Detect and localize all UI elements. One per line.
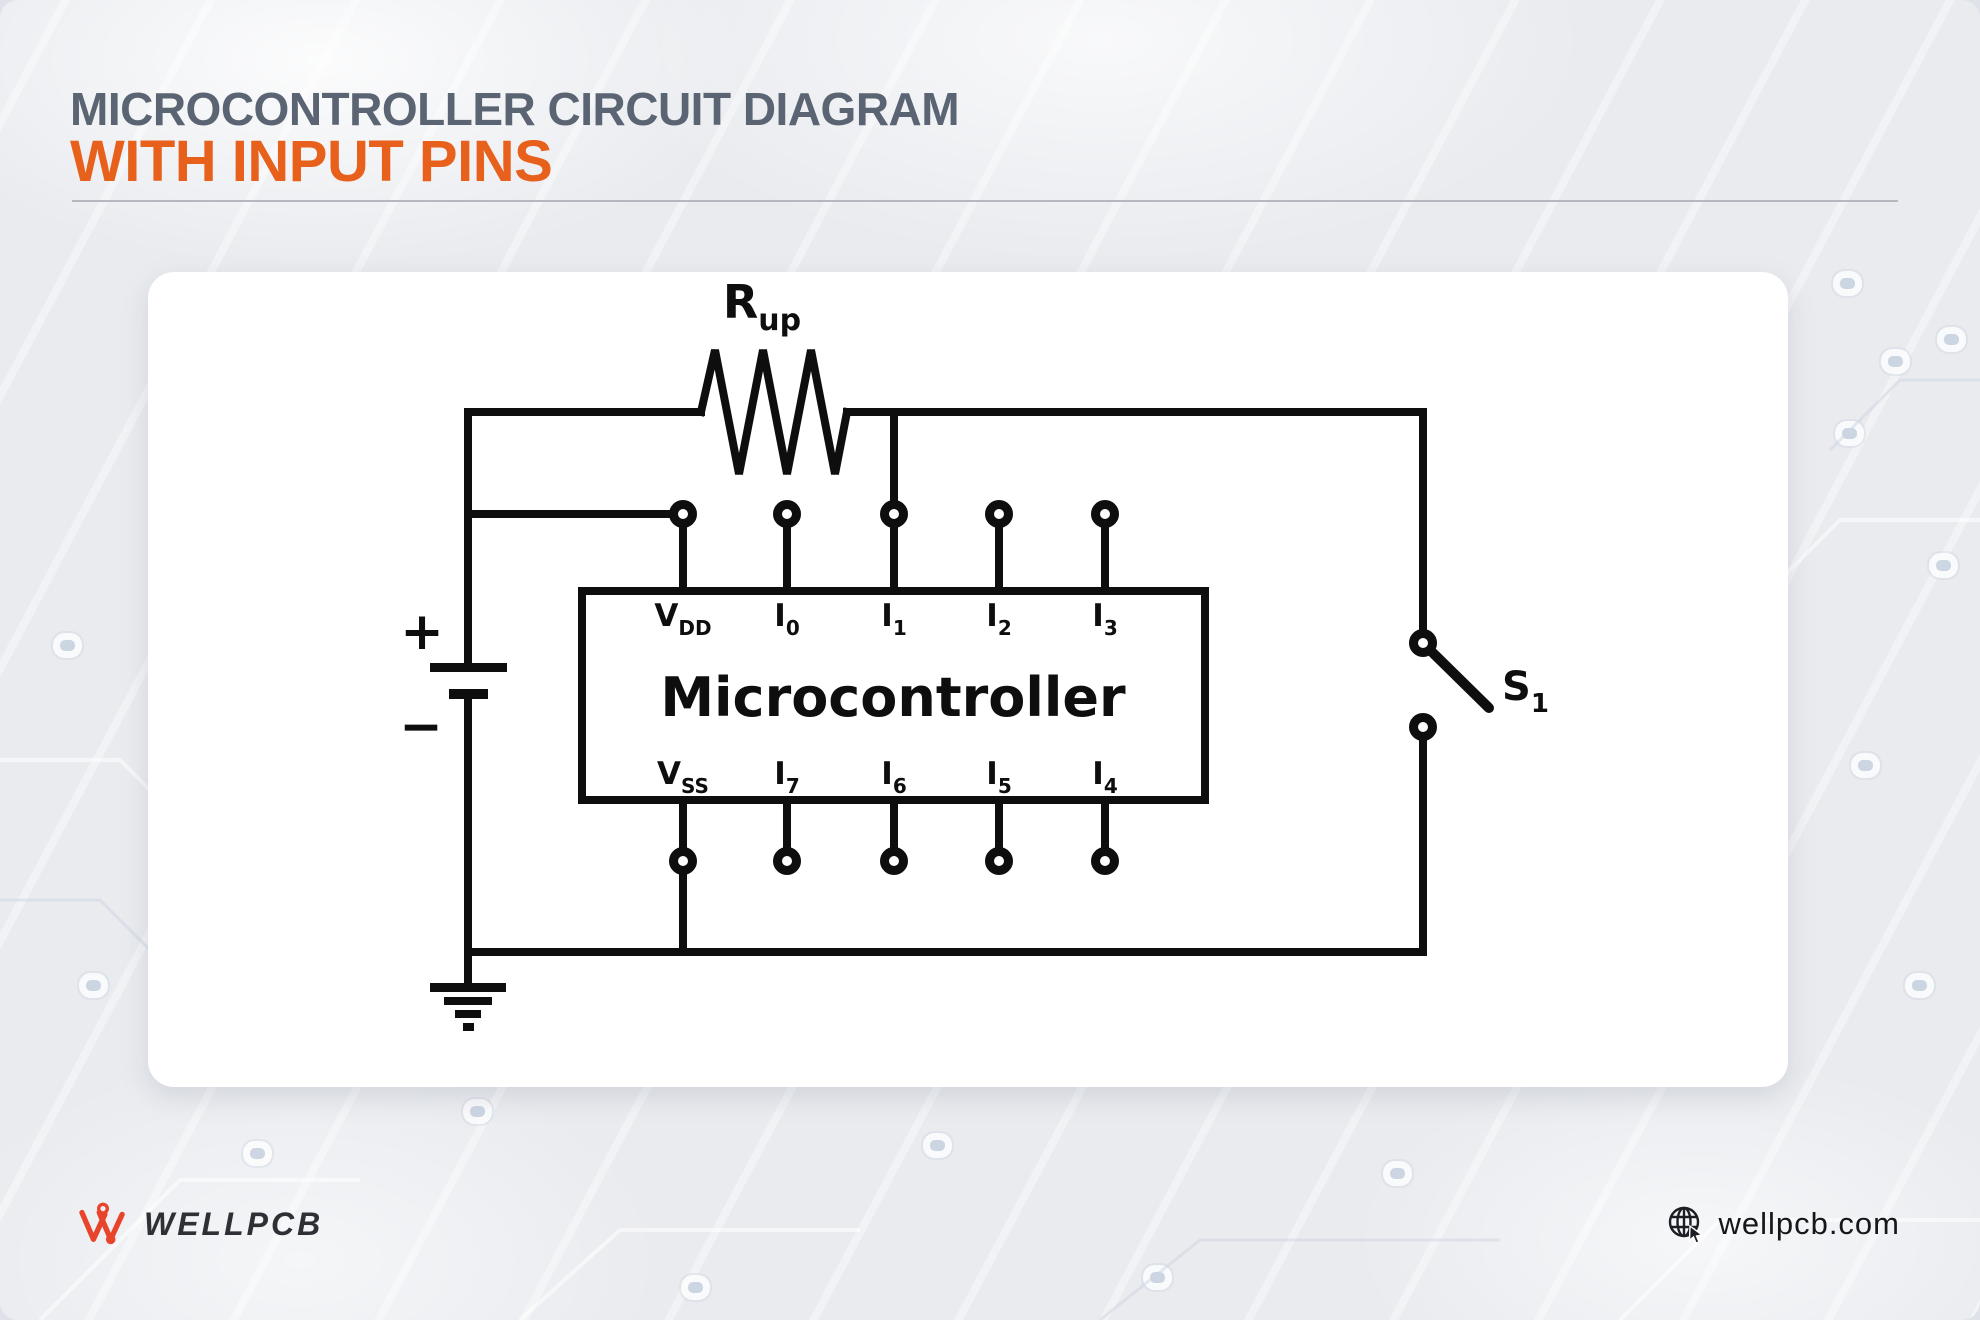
pcb-pad [250,1148,265,1159]
pcb-pad [1888,356,1903,367]
pin-label-i3: I3 [1092,598,1117,640]
mcu-name: Microcontroller [660,666,1126,729]
wire-top-right [843,408,1427,633]
brand-name: WELLPCB [144,1205,324,1242]
pcb-pad [1858,760,1873,771]
pcb-pad [930,1140,945,1151]
globe-icon [1669,1206,1705,1244]
pin-terminal-i5 [985,847,1013,875]
pin-terminal-vdd [669,500,697,528]
pin-terminal-i7 [773,847,801,875]
pin-terminal-i3 [1091,500,1119,528]
pin-label-vdd: VDD [654,598,711,640]
wire-bottom [464,737,1427,956]
pin-label-i1: I1 [881,598,906,640]
wellpcb-mark-icon [79,1202,125,1245]
battery-plate-positive [430,663,507,672]
pcb-pad [1840,278,1855,289]
pcb-pad [470,1106,485,1117]
website-block: wellpcb.com [1666,1198,1900,1250]
pin-label-i6: I6 [881,756,906,798]
pin-label-i5: I5 [986,756,1011,798]
pcb-pad [60,640,75,651]
pcb-pad [1912,980,1927,991]
brand-logo: WELLPCB [74,1198,323,1250]
pcb-pad [1944,334,1959,345]
pin-label-i2: I2 [986,598,1011,640]
ground-symbol [430,983,506,1031]
pin-label-i7: I7 [774,756,799,798]
pcb-pad [1390,1168,1405,1179]
pin-terminal-vss [669,847,697,875]
pin-terminal-i1 [880,500,908,528]
page-title-line2: WITH INPUT PINS [70,129,553,194]
resistor-zigzag [696,349,852,475]
switch-blade [1428,648,1494,713]
page-title-line1: MICROCONTROLLER CIRCUIT DIAGRAM [70,83,960,135]
pin-label-i0: I0 [774,598,799,640]
mcu-box [578,587,1209,804]
switch-terminal-top [1409,629,1437,657]
pin-label-i4: I4 [1092,756,1117,798]
wire-top-left [464,408,705,671]
resistor-label: Rup [723,275,801,338]
switch-terminal-bottom [1409,713,1437,741]
title-divider [72,200,1898,202]
pin-label-vss: VSS [657,756,709,798]
pin-terminal-i6 [880,847,908,875]
battery-plate-negative [449,689,488,699]
website-url: wellpcb.com [1718,1206,1900,1241]
pin-terminal-i0 [773,500,801,528]
switch-label: S1 [1502,664,1549,719]
battery-minus-sign: − [399,697,443,757]
pin-terminal-i4 [1091,847,1119,875]
battery-plus-sign: + [400,602,444,662]
pin-terminal-i2 [985,500,1013,528]
